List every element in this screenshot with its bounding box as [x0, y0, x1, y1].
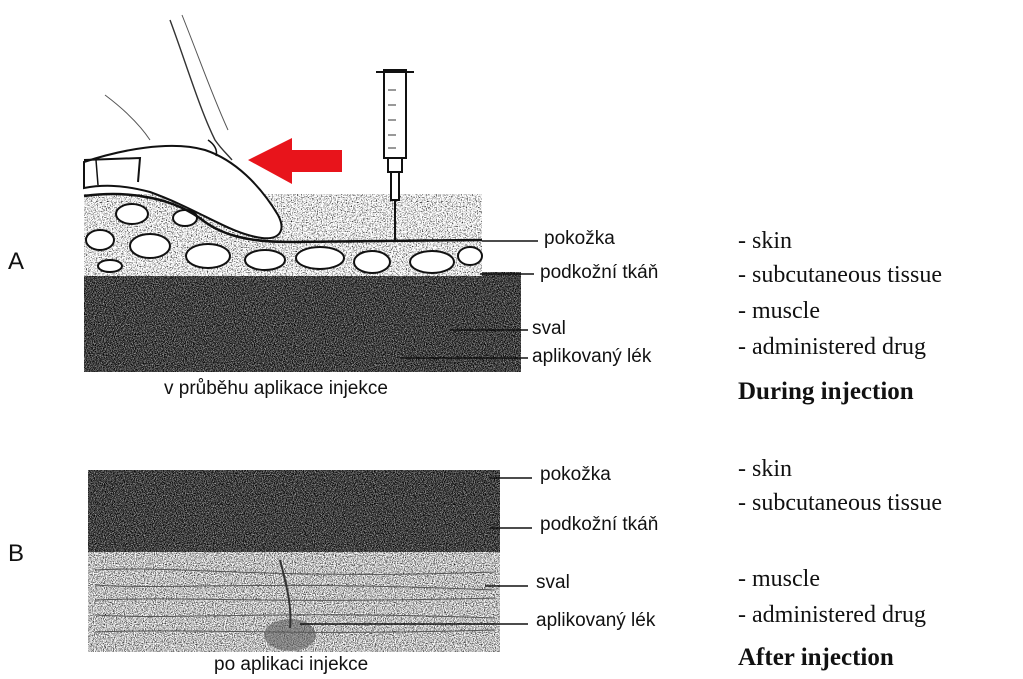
panel-b-label-subcutaneous: podkožní tkáň: [540, 514, 658, 536]
panel-a-caption: v průběhu aplikace injekce: [164, 378, 388, 400]
panel-b-translation-muscle: - muscle: [738, 566, 820, 593]
panel-b-translation-drug: - administered drug: [738, 602, 926, 629]
pressure-arrow: [248, 138, 342, 184]
panel-b-label-muscle: sval: [536, 572, 570, 594]
panel-a-letter: A: [8, 248, 24, 276]
panel-b-caption: po aplikaci injekce: [214, 654, 368, 676]
panel-a-label-drug: aplikovaný lék: [532, 346, 651, 368]
syringe: [376, 70, 414, 240]
panel-a-label-muscle: sval: [532, 318, 566, 340]
panel-b-translation-skin: - skin: [738, 456, 792, 483]
panel-a-translation-subcutaneous: - subcutaneous tissue: [738, 262, 942, 289]
panel-a-illustration: [84, 15, 538, 372]
panel-a-translation-muscle: - muscle: [738, 298, 820, 325]
panel-b-label-drug: aplikovaný lék: [536, 610, 655, 632]
panel-b-title: After injection: [738, 644, 894, 672]
panel-a-label-subcutaneous: podkožní tkáň: [540, 262, 658, 284]
panel-a-muscle-texture: [84, 272, 521, 372]
panel-b-illustration: [88, 470, 532, 652]
panel-a-translation-drug: - administered drug: [738, 334, 926, 361]
panel-b-translation-subcutaneous: - subcutaneous tissue: [738, 490, 942, 517]
panel-a-label-skin: pokožka: [544, 228, 615, 250]
panel-b-label-skin: pokožka: [540, 464, 611, 486]
panel-a-translation-skin: - skin: [738, 228, 792, 255]
panel-b-letter: B: [8, 540, 24, 568]
panel-a-title: During injection: [738, 378, 914, 406]
